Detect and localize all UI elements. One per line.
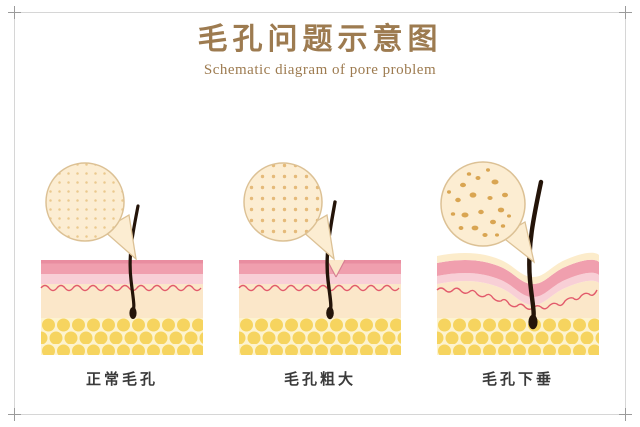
corner-mark-bottom-left-icon	[8, 408, 21, 421]
hair-strand	[527, 179, 544, 324]
skin-illustration-enlarged	[238, 162, 401, 355]
dermis-layer	[437, 280, 599, 318]
frame-border	[14, 12, 626, 415]
epidermis-surface-line	[41, 260, 203, 264]
skin-illustration-sagging	[436, 161, 599, 355]
panel-label-sagging: 毛孔下垂	[481, 371, 554, 388]
panel-normal-pores: 正常毛孔	[37, 160, 207, 389]
subcutaneous-fat-layer	[437, 318, 599, 355]
magnifier-ring	[440, 161, 526, 247]
skin-illustration-normal	[40, 162, 203, 355]
hair-bulb	[326, 306, 334, 320]
subcutaneous-fat-layer	[239, 318, 401, 355]
capillary-wave-line	[436, 287, 598, 310]
skin-cross-section	[40, 260, 203, 355]
hair-follicle	[325, 200, 337, 320]
page-title: 毛孔问题示意图	[197, 23, 443, 56]
capillary-wave-line	[40, 284, 202, 292]
hair-strand	[325, 200, 337, 314]
upper-dermis-layer	[41, 274, 203, 284]
hair-bulb	[528, 314, 538, 330]
corner-mark-top-right-icon	[619, 6, 632, 19]
panel-label-enlarged: 毛孔粗大	[283, 371, 356, 388]
capillary-wave-line	[238, 284, 400, 292]
magnifier-callout	[440, 161, 536, 264]
hair-bulb	[129, 307, 137, 319]
hair-follicle	[527, 179, 544, 330]
upper-dermis-layer	[239, 274, 401, 284]
magnifier-blobs-texture	[447, 168, 511, 237]
upper-dermis-layer	[437, 272, 599, 305]
panel-sagging-pores: 毛孔下垂	[433, 160, 603, 389]
skin-cross-section	[436, 252, 599, 355]
hair-strand	[128, 204, 140, 314]
panel-label-normal: 正常毛孔	[85, 371, 158, 388]
hair-follicle	[128, 204, 140, 319]
magnifier-callout	[45, 162, 137, 261]
pore-opening	[327, 260, 345, 277]
sagging-surface-layer	[437, 252, 599, 284]
magnifier-ring	[45, 162, 125, 242]
magnifier-ring	[243, 162, 323, 242]
skin-cross-section	[238, 259, 401, 355]
epidermis-surface-line	[239, 260, 401, 264]
magnifier-callout	[243, 162, 335, 261]
epidermis-layer	[437, 259, 599, 297]
magnifier-dots-texture	[46, 163, 124, 241]
page-subtitle: Schematic diagram of pore problem	[203, 62, 437, 78]
subcutaneous-fat-layer	[41, 318, 203, 355]
corner-mark-bottom-right-icon	[619, 408, 632, 421]
panels-row: 正常毛孔	[0, 160, 640, 389]
panel-enlarged-pores: 毛孔粗大	[235, 160, 405, 389]
magnifier-dots-texture	[244, 163, 322, 241]
corner-mark-top-left-icon	[8, 6, 21, 19]
